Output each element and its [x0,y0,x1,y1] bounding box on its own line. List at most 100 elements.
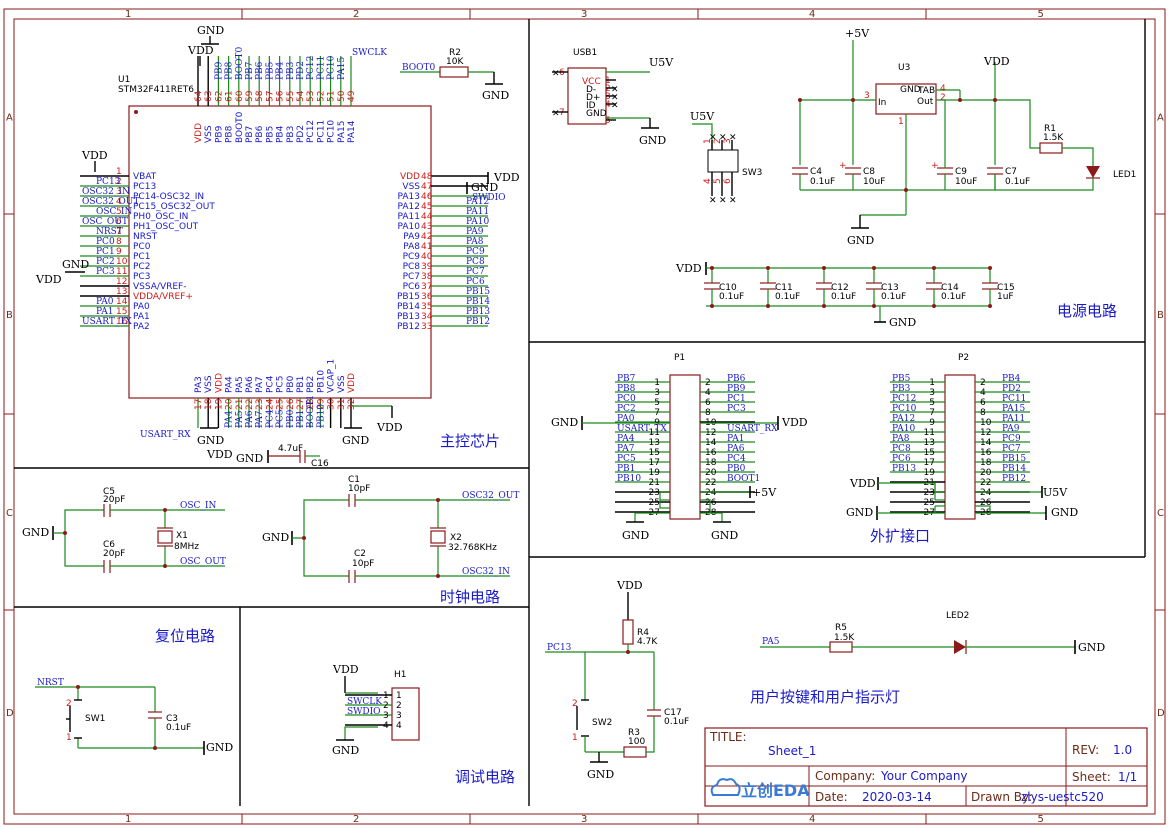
x1-crystal [157,530,173,544]
mcu-pin-number: 30 [327,398,337,410]
led2-icon [954,640,966,654]
header-net-label: PB10 [617,474,641,484]
h1-pin-number: 3 [383,711,389,721]
u3-ref: U3 [898,63,910,73]
mcu-net-label: PC8 [466,257,485,267]
frame-row-right: C [1157,508,1164,519]
c5-ref: C5 [103,487,115,497]
mcu-pin-name: PB8 [225,125,235,143]
mcu-pin-number: 26 [286,398,296,410]
vdd-label-p2: VDD [849,477,876,490]
c17-value: 0.1uF [664,717,689,727]
osc32-in-net: OSC32_IN [462,567,510,577]
header-net-label: PB13 [892,464,916,474]
x2-value: 32.768KHz [448,543,497,553]
header-net-label: PC8 [892,444,911,454]
header-pin-number: 16 [980,448,992,458]
usb-pin-number: 4 [605,100,611,110]
header-pin-number: 15 [924,448,935,458]
vdd-label-vbat: VDD [81,149,108,162]
mcu-pin-number: 13 [116,287,127,297]
mcu-pin-name: PC2 [133,262,150,272]
header-pin-number: 3 [654,388,660,398]
r1-value: 1.5K [1043,133,1064,143]
company-label: Company: [815,769,875,783]
sheet-label: Sheet: [1072,770,1111,784]
mcu-pin-name: PA13 [398,192,420,202]
pa5-net: PA5 [762,637,780,647]
mcu-pin-number: 62 [214,91,224,102]
lceda-logo: 立创EDA [710,778,810,800]
header-net-label: PA11 [1002,414,1025,424]
mcu-pin-number: 43 [421,222,432,232]
frame-col-bottom: 3 [581,814,587,825]
title-block: TITLE: Sheet_1 REV: 1.0 Company: Your Co… [704,727,1148,807]
header-pin-number: 25 [649,498,660,508]
mcu-net-label: PC12 [306,56,316,80]
title-label: TITLE: [709,730,747,744]
c5-value: 20pF [103,495,125,505]
mcu-net-label: PB7 [245,61,255,80]
frame-col-bottom: 2 [353,814,359,825]
section-title-power: 电源电路 [1057,302,1117,320]
mcu-pin-name: PB14 [397,302,420,312]
mcu-pin-name: PB10 [316,370,326,393]
header-net-label: PB4 [1002,374,1021,384]
mcu-pin-name: PB13 [397,312,420,322]
usb-pin-number: 2 [605,84,611,94]
mcu-pin-number: 42 [421,232,432,242]
mcu-pin-name: PA0 [133,302,150,312]
mcu-pin-number: 51 [327,91,337,102]
mcu-pin-number: 41 [421,242,432,252]
led2-ref: LED2 [946,611,969,621]
cap-value: 0.1uF [810,177,835,187]
sw1-pin-2: 2 [66,699,72,709]
h1-net-label: SWCLK [347,697,382,707]
frame-row-right: D [1157,708,1165,719]
mcu-net-label: OSC_IN [96,207,132,217]
h1-pin-number-inner: 2 [396,701,402,711]
mcu-pin-number: 60 [235,90,245,102]
mcu-pin-number: 48 [421,172,433,182]
sw3-pin-number: 6 [723,178,733,184]
header-pin-number: 6 [705,398,711,408]
section-title-debug: 调试电路 [455,768,515,786]
header-pin-number: 19 [924,468,936,478]
header-pin-number: 14 [980,438,992,448]
mcu-pin-name: PH1_OSC_OUT [133,222,199,232]
header-net-label: PB5 [892,374,911,384]
header-pin-number: 26 [705,498,717,508]
mcu-pin-name: VCAP_1 [327,359,337,393]
header-pin-number: 25 [924,498,935,508]
led1-ref: LED1 [1113,170,1136,180]
mcu-pin-number: 31 [337,399,347,410]
cap-ref: C7 [1005,167,1017,177]
mcu-net-label: PB12 [466,317,490,327]
mcu-net-label: PC13 [96,177,121,187]
cap-ref: C4 [810,167,822,177]
usb1-ref: USB1 [573,48,597,58]
mcu-pin-name: VSS [204,375,214,393]
drawn-label: Drawn By: [971,790,1032,804]
header-net-label: PA12 [892,414,915,424]
header-net-label: PC9 [1002,434,1021,444]
mcu-pin-name: PC4 [265,375,275,393]
header-pin-number: 18 [980,458,992,468]
led1-icon [1086,166,1100,178]
gnd-label-decoupling: GND [889,316,916,329]
section-title-clock: 时钟电路 [440,588,500,606]
gnd-label-right: GND [471,181,498,194]
frame-col-top: 2 [353,9,359,20]
mcu-pin-number: 14 [116,297,128,307]
r1-ref: R1 [1044,124,1056,134]
header-net-label: PC11 [1002,394,1026,404]
header-pin-number: 14 [705,438,717,448]
header-pin-number: 1 [929,378,935,388]
mcu-pin-name: PC13 [133,182,156,192]
vdd-label-bottom-2: VDD [376,421,403,434]
swclk-net-top: SWCLK [352,48,387,58]
drawn-value: zlys-uestc520 [1021,790,1104,804]
mcu-top-pins: 64VDD63VSS62PB9PB961PB8PB860BOOT0BOOT059… [194,46,357,143]
mcu-pin-number: 50 [337,90,347,102]
gnd-label-debug: GND [332,744,359,757]
